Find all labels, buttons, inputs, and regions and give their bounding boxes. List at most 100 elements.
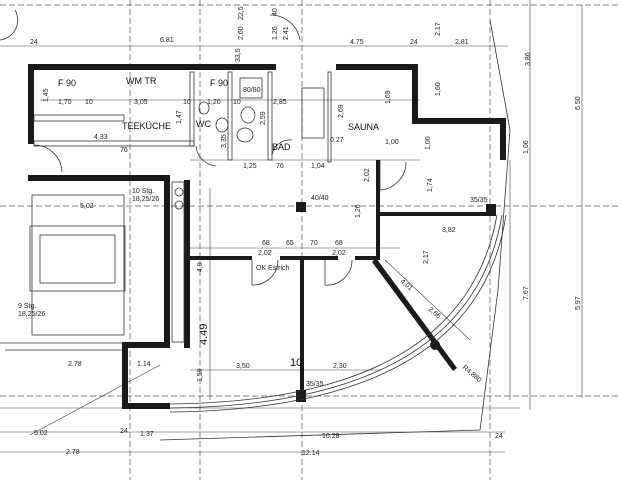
sink (236, 127, 254, 143)
fire-door-label: F 90 (58, 78, 76, 88)
stair-landing (29, 225, 126, 292)
dimension-label: 10 (85, 99, 93, 106)
dimension-label: 2,02 (258, 250, 272, 257)
dimension-label: 70 (310, 240, 318, 247)
dimension-label: 7.67 (523, 286, 530, 300)
dimension-label: 2,59 (260, 111, 267, 125)
bathtub (301, 87, 325, 139)
partitions (0, 71, 332, 351)
dimension-label: 6.81 (160, 37, 174, 44)
dimension-label: R4,880 (461, 364, 483, 384)
column-label: 35/35 (470, 197, 488, 204)
wall-cabinets (171, 181, 185, 343)
dimension-label: 5.02 (34, 430, 48, 437)
dimension-label: 2,85 (273, 99, 287, 106)
dimension-label: 68 (262, 240, 270, 247)
column (296, 202, 306, 212)
dimension-label: 4,01 (399, 278, 414, 292)
dimension-label: 0.27 (330, 137, 344, 144)
dimension-labels-interior: 1,70 10 3,05 10 1,20 10 2,85 1,45 1,47 3… (43, 82, 530, 384)
dimension-label: 2,30 (333, 363, 347, 370)
dimension-label: 1,45 (43, 88, 50, 102)
dimension-label: 76 (276, 163, 284, 170)
dimension-label: 2,02 (364, 168, 371, 182)
dimension-label: 68 (335, 240, 343, 247)
dimension-label: 24 (30, 39, 38, 46)
column-label: 40/40 (311, 195, 329, 202)
dimension-label: 24 (120, 428, 128, 435)
dimension-label: 40 (272, 8, 279, 16)
dimension-label: 5,02 (80, 203, 94, 210)
dimension-label: 4.49 (198, 324, 210, 345)
dimension-label: 2.60 (238, 26, 245, 40)
column (486, 204, 496, 214)
dimension-lines (0, 0, 583, 453)
dimension-label: 1.14 (137, 361, 151, 368)
dimension-label: 1,06 (523, 140, 530, 154)
stair-size-label: 18,25/26 (132, 196, 159, 203)
dimension-label: 10 (183, 99, 191, 106)
room-label-wm-tr: WM TR (126, 76, 157, 86)
staircase (31, 194, 125, 336)
dimension-label: 1,74 (427, 178, 434, 192)
column-round (430, 340, 440, 350)
dimension-label: 1,59 (197, 368, 204, 382)
stair-label: 10 Stg. (132, 188, 154, 195)
dimension-label: 3.86 (525, 52, 532, 66)
dimension-label: 1,69 (385, 90, 392, 104)
room-label-teekueche: TEEKÜCHE (122, 121, 171, 131)
dimension-label: 2.78 (66, 449, 80, 456)
dimension-label: 1,60 (435, 82, 442, 96)
dimension-label: 5.97 (575, 296, 582, 310)
dimension-label: 10 (233, 99, 241, 106)
dimension-label: 2,17 (423, 250, 430, 264)
doors (0, 9, 407, 286)
dimension-label: 76 (120, 147, 128, 154)
dimension-label: 2,66 (427, 306, 442, 320)
dimension-label: 3,50 (236, 363, 250, 370)
dimension-label: 3,05 (134, 99, 148, 106)
fire-door-label: F 90 (210, 78, 228, 88)
toilet-wc (198, 101, 210, 115)
dimension-label: 4.75 (350, 39, 364, 46)
room-labels: TEEKÜCHE WC BAD SAUNA WM TR F 90 F 90 80… (18, 76, 488, 388)
shower (239, 77, 263, 99)
dimension-label: 3,35 (221, 134, 228, 148)
room-label-wc: WC (196, 119, 211, 129)
floor-level-label: OK Estrich (256, 265, 290, 272)
dimension-label: 33,5 (235, 48, 242, 62)
dimension-label: 1,20 (207, 99, 221, 106)
dimension-label: 24 (410, 39, 418, 46)
column-label: 35/35 (306, 381, 324, 388)
room-label-bad: BAD (272, 142, 291, 152)
dimension-label: 2.17 (435, 22, 442, 36)
dimension-label: 1.26 (272, 26, 279, 40)
dimension-label: 4,9 (197, 262, 204, 272)
dimension-label: 1,47 (176, 110, 183, 124)
stair-size-label: 18,25/26 (18, 311, 45, 318)
dimension-label: 1,00 (425, 136, 432, 150)
dimension-label: 1.37 (140, 431, 154, 438)
dimension-label: 1,26 (355, 204, 362, 218)
dimension-label: 24 (495, 433, 503, 440)
dimension-label: 1,25 (243, 163, 257, 170)
dimension-label: 3,82 (442, 227, 456, 234)
room-label-sauna: SAUNA (348, 122, 379, 132)
dimension-label: 2,02 (332, 250, 346, 257)
dimension-labels-top: 24 6.81 4.75 24 2.81 2.17 3.86 6.50 2.60… (30, 6, 582, 110)
dimension-label: 1,70 (58, 99, 72, 106)
dimension-label: 6.50 (575, 96, 582, 110)
walls (28, 64, 506, 409)
dimension-label: 22,5 (238, 6, 245, 20)
dimension-label: 4,33 (94, 134, 108, 141)
sink-wc (215, 117, 229, 133)
curved-facade (169, 214, 507, 413)
stair-label: 9 Stg. (18, 303, 36, 310)
dimension-label: 2,69 (338, 104, 345, 118)
dimension-label: 65 (286, 240, 294, 247)
dimension-label: 1,00 (385, 139, 399, 146)
dimension-label: 2.78 (68, 361, 82, 368)
column (296, 390, 306, 402)
dimension-label: 12.14 (302, 450, 320, 457)
